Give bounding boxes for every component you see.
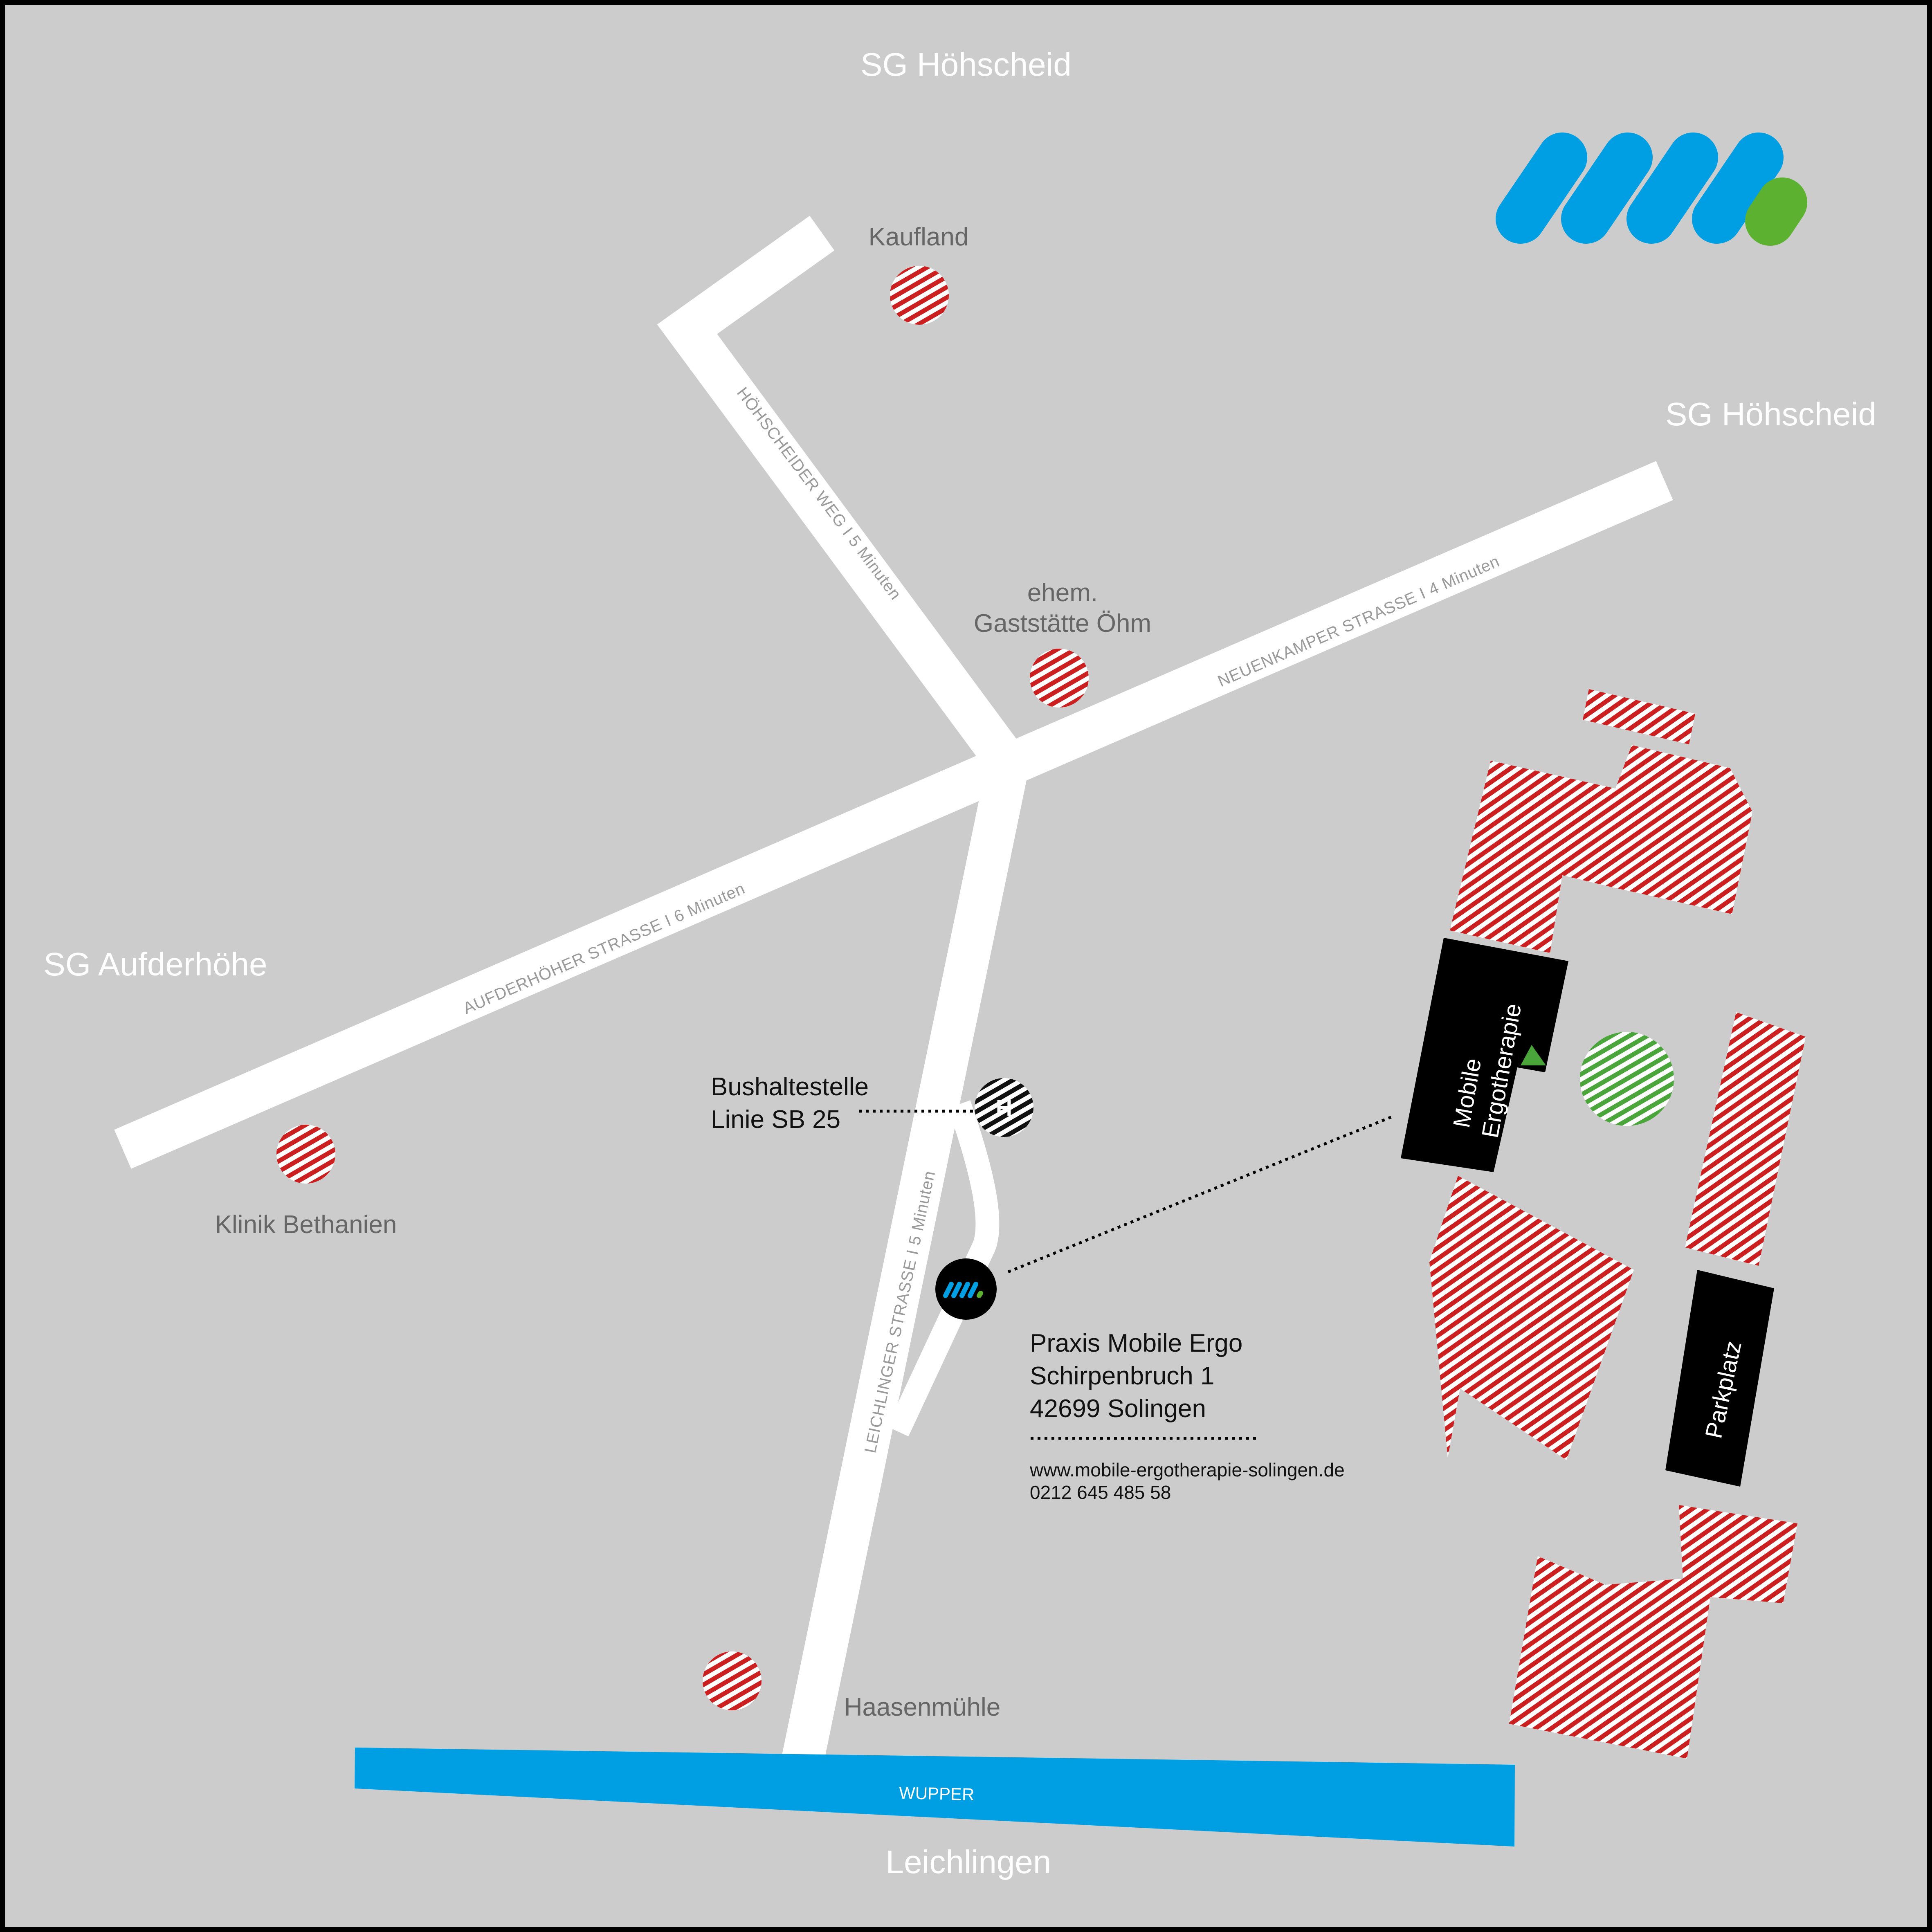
poi-marker-haasenmuehle bbox=[703, 1651, 762, 1710]
practice-phone[interactable]: 0212 645 485 58 bbox=[1030, 1482, 1171, 1503]
poi-oehm: ehem. Gaststätte Öhm bbox=[974, 579, 1151, 708]
region-label-northeast: SG Höhscheid bbox=[1665, 396, 1876, 432]
poi-label-haasenmuehle: Haasenmühle bbox=[844, 1693, 1001, 1721]
parking-area bbox=[1665, 1270, 1774, 1487]
river-band bbox=[355, 1748, 1515, 1847]
practice-city: 42699 Solingen bbox=[1030, 1395, 1206, 1423]
bus-stop-icon bbox=[975, 1078, 1033, 1137]
practice-address: Praxis Mobile Ergo Schirpenbruch 1 42699… bbox=[1029, 1329, 1345, 1503]
logo-dot bbox=[1745, 177, 1807, 246]
region-label-north: SG Höhscheid bbox=[860, 46, 1072, 83]
building-south bbox=[1509, 1505, 1797, 1759]
river-label: WUPPER bbox=[899, 1783, 975, 1804]
river-wupper: WUPPER bbox=[355, 1748, 1515, 1847]
poi-label-oehm-line1: ehem. bbox=[1027, 579, 1098, 607]
practice-location bbox=[935, 1115, 1393, 1320]
detail-buildings: Mobile Ergotherapie Parkplatz bbox=[1401, 689, 1806, 1759]
logo-stroke-2 bbox=[1561, 133, 1653, 244]
practice-building bbox=[1401, 938, 1568, 1172]
building-right-strip bbox=[1685, 1012, 1806, 1266]
marker-logo-stroke-2 bbox=[951, 1282, 962, 1298]
road-loop bbox=[887, 1100, 1000, 1437]
roads bbox=[114, 216, 1673, 1779]
bus-stop-label-line2: Linie SB 25 bbox=[711, 1105, 840, 1134]
region-label-south: Leichlingen bbox=[886, 1844, 1051, 1880]
road-hoehscheider-weg bbox=[657, 216, 1023, 773]
bus-stop: H Bushaltestelle Linie SB 25 bbox=[711, 1073, 1033, 1137]
marker-logo bbox=[943, 1282, 983, 1298]
logo-stroke-3 bbox=[1626, 133, 1718, 244]
region-label-west: SG Aufderhöhe bbox=[43, 946, 267, 982]
bus-stop-label-line1: Bushaltestelle bbox=[711, 1073, 869, 1101]
logo-stroke-4 bbox=[1692, 133, 1784, 244]
road-neuenkamper-aufderhoeher bbox=[114, 461, 1673, 1169]
entrance-triangle-icon bbox=[1521, 1045, 1546, 1065]
poi-bethanien: Klinik Bethanien bbox=[215, 1125, 397, 1239]
marker-logo-dot bbox=[977, 1291, 983, 1298]
poi-label-bethanien: Klinik Bethanien bbox=[215, 1211, 397, 1239]
practice-website[interactable]: www.mobile-ergotherapie-solingen.de bbox=[1029, 1459, 1345, 1480]
poi-haasenmuehle: Haasenmühle bbox=[703, 1651, 1000, 1721]
practice-name: Praxis Mobile Ergo bbox=[1030, 1329, 1242, 1357]
marker-logo-stroke-1 bbox=[943, 1282, 954, 1298]
marker-logo-stroke-4 bbox=[968, 1282, 978, 1298]
mobile-ergotherapie-logo bbox=[1496, 133, 1807, 246]
building-north-small bbox=[1583, 689, 1695, 744]
marker-logo-stroke-3 bbox=[959, 1282, 970, 1298]
building-north-large bbox=[1450, 745, 1752, 953]
road-leichlinger-strasse bbox=[779, 740, 1033, 1779]
poi-marker-bethanien bbox=[276, 1125, 335, 1184]
bus-stop-symbol: H bbox=[996, 1095, 1012, 1121]
logo-stroke-1 bbox=[1496, 133, 1587, 244]
green-area bbox=[1580, 1032, 1674, 1126]
poi-label-kaufland: Kaufland bbox=[869, 223, 969, 251]
poi-marker-kaufland bbox=[890, 266, 949, 325]
building-middle bbox=[1429, 1176, 1634, 1460]
poi-kaufland: Kaufland bbox=[869, 223, 969, 325]
poi-marker-oehm bbox=[1030, 649, 1089, 708]
poi-label-oehm-line2: Gaststätte Öhm bbox=[974, 609, 1151, 638]
practice-street: Schirpenbruch 1 bbox=[1030, 1362, 1215, 1390]
